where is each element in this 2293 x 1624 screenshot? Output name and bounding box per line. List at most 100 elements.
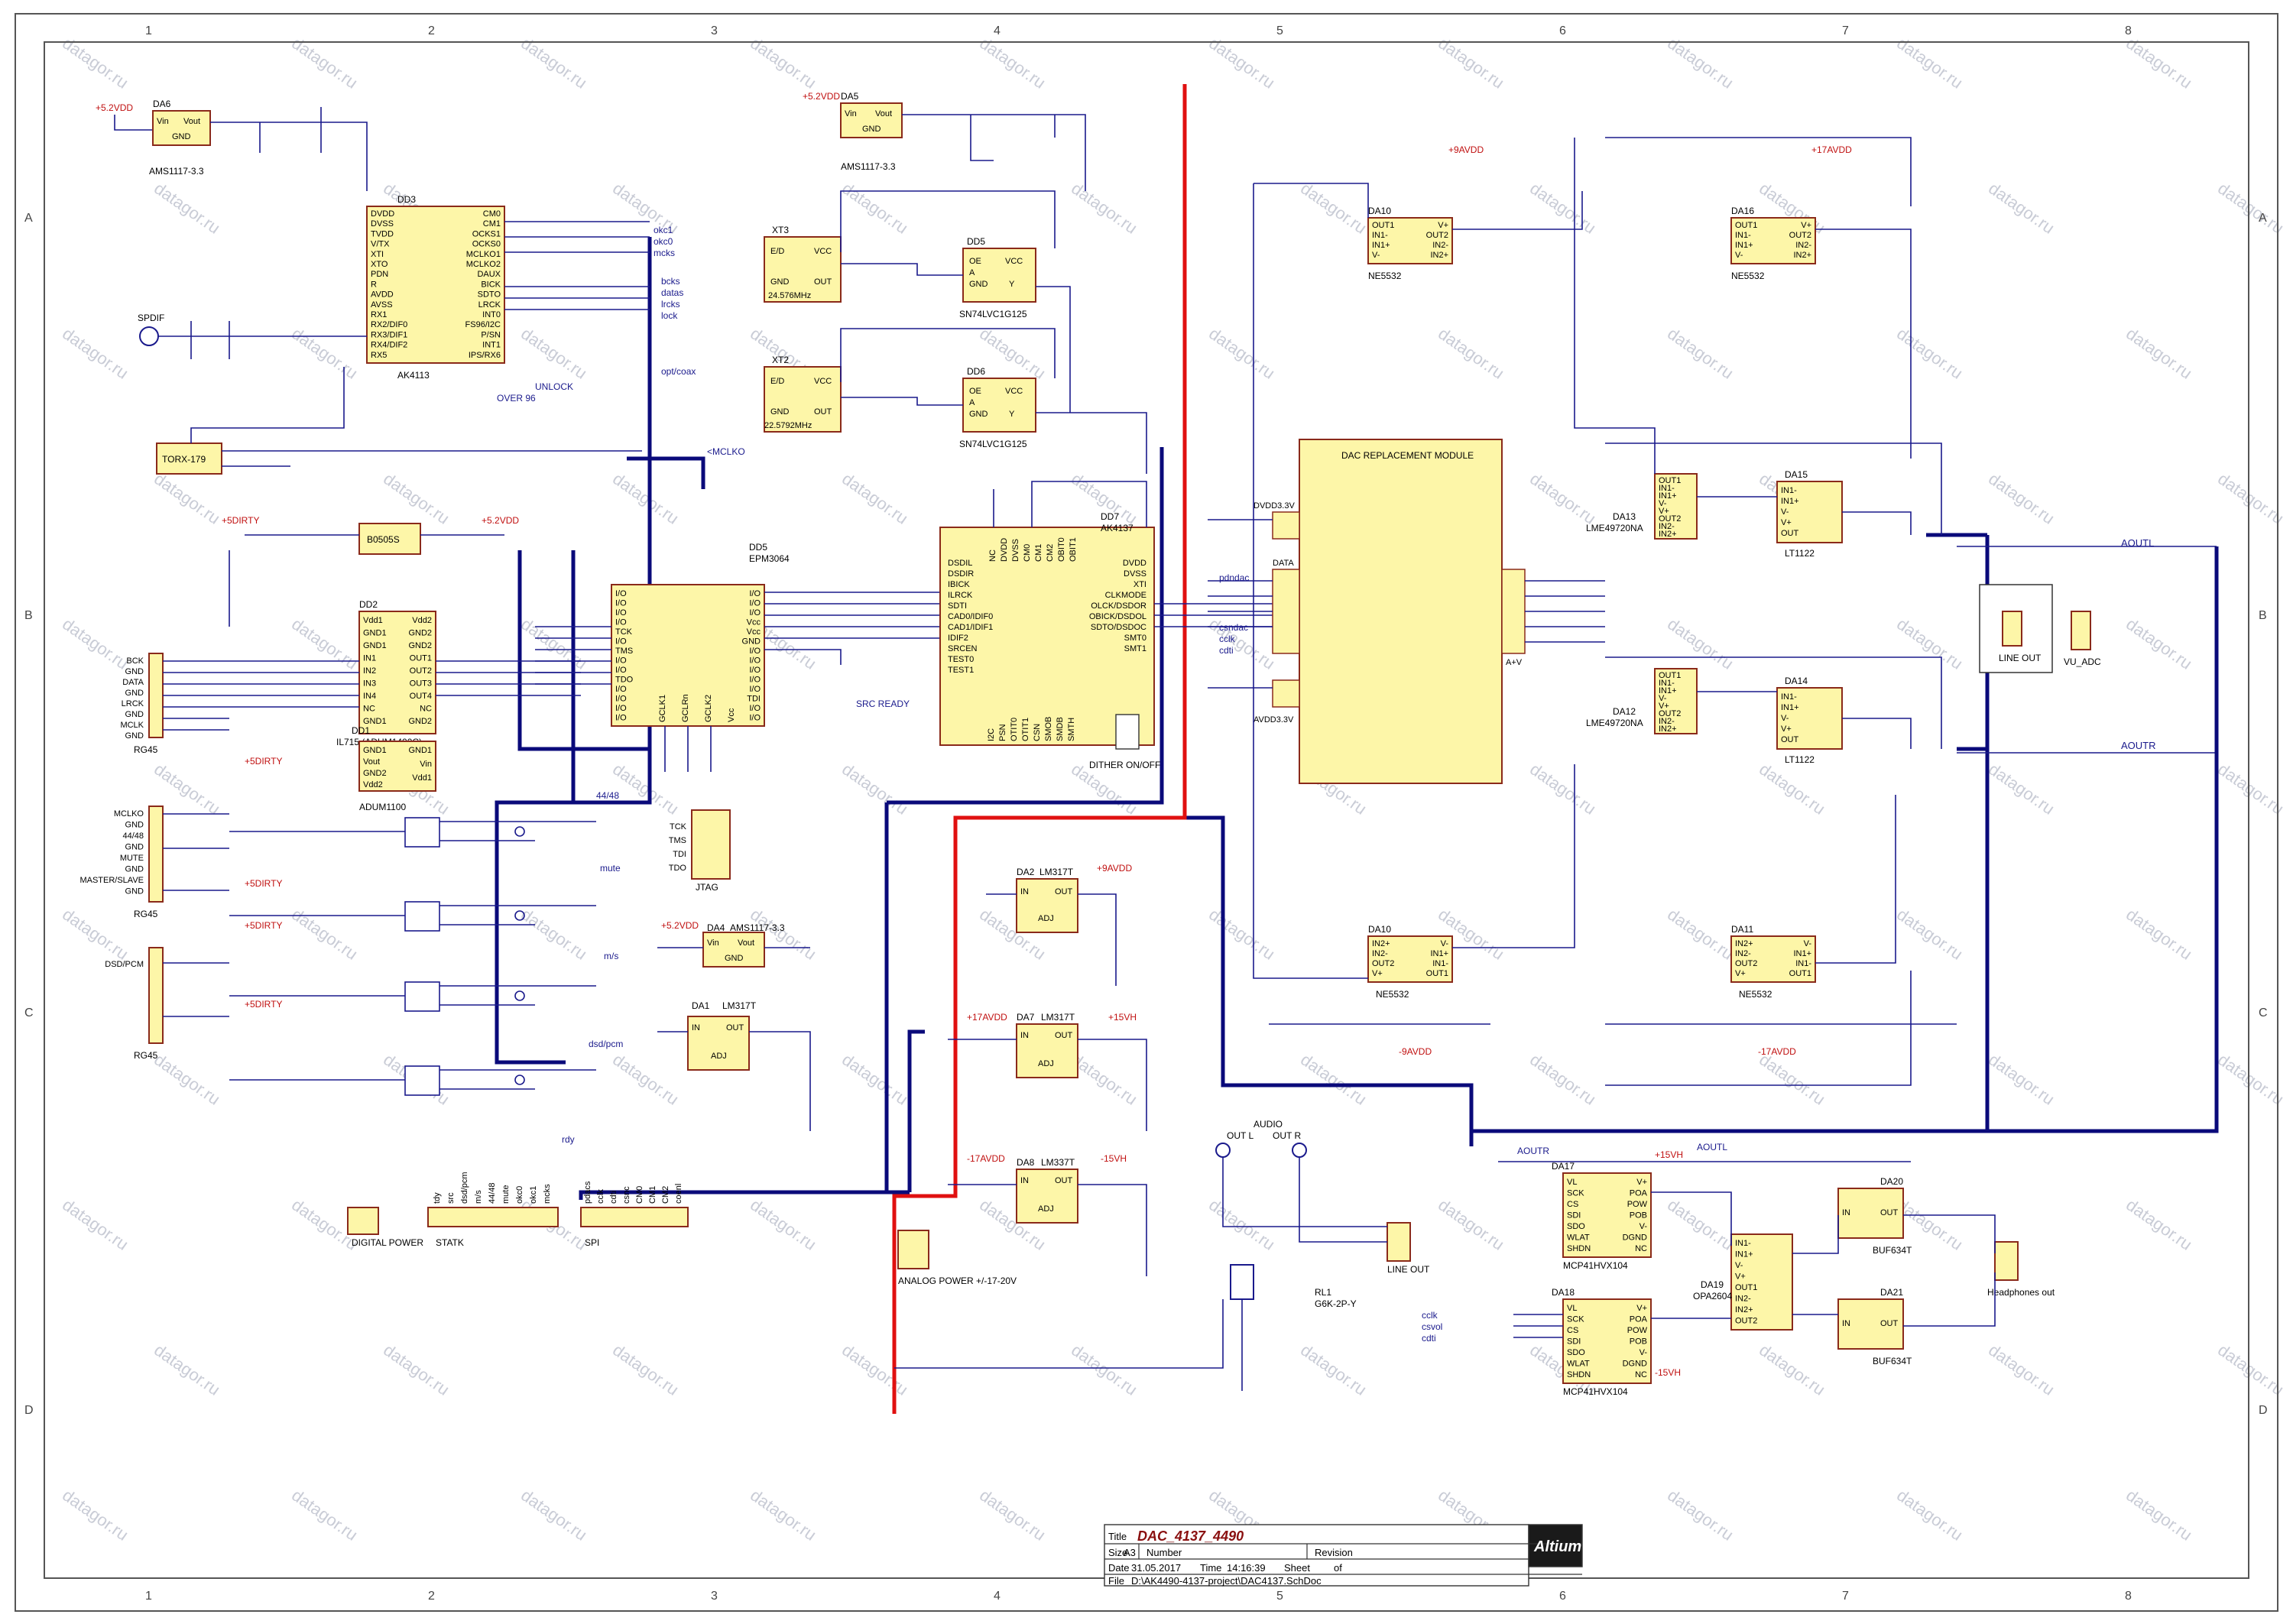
- ic-pin: R: [371, 280, 377, 289]
- ic-pin: IN2+: [1735, 1305, 1753, 1314]
- watermark-text: datagor.ru: [838, 469, 911, 528]
- net-label: okc1: [654, 225, 673, 235]
- net-label: m/s: [604, 951, 618, 961]
- ic-da10-ne5532-b: [1367, 935, 1453, 983]
- ic-pin: GND1: [363, 641, 387, 650]
- power-label: +17AVDD: [1811, 144, 1852, 155]
- ic-pin: GCLRn: [681, 694, 690, 722]
- ic-pin-list: I/OI/OI/OI/OTCKI/OTMSI/OI/OTDOI/OI/OI/OI…: [615, 589, 634, 723]
- connector-line-out-b: [1387, 1222, 1411, 1262]
- ic-pin: Vin: [157, 117, 169, 126]
- connector-label: RG45: [134, 909, 158, 919]
- ic-xt3: [764, 236, 842, 303]
- ic-pin: OUT2: [1659, 514, 1681, 524]
- section-receiver: +5.2VDD DA6 Vin Vout GND AMS1117-3.3 DD3…: [96, 99, 696, 475]
- ic-pin: SDTI: [948, 601, 967, 611]
- ic-pin: IN2-: [1372, 949, 1388, 958]
- net-label: cclk: [1219, 634, 1236, 644]
- net-label: SRC READY: [856, 699, 910, 709]
- ic-pin: IBICK: [948, 580, 970, 589]
- spdif-jack-icon: [139, 326, 159, 346]
- ic-pin: SMT0: [1124, 634, 1146, 643]
- ic-pin: I/O: [749, 599, 761, 608]
- ic-name: LT1122: [1785, 754, 1815, 765]
- ic-da17-mcp41hvx: [1562, 1172, 1652, 1258]
- ic-pin: V-: [1781, 507, 1789, 517]
- watermark-text: datagor.ru: [1756, 1340, 1828, 1399]
- ic-pin: TMS: [615, 647, 633, 656]
- ic-pin: GND: [770, 277, 790, 287]
- ic-pin: V+: [1636, 1304, 1647, 1313]
- net-label: AOUTR: [1517, 1146, 1549, 1156]
- ic-pin: OUT1: [1659, 671, 1681, 680]
- ic-pin: I/O: [749, 676, 761, 685]
- connector-spi: [580, 1207, 689, 1227]
- ic-pin: NC: [363, 705, 375, 714]
- ic-name: MCP41HVX104: [1563, 1260, 1628, 1271]
- ic-da20-buf634: [1837, 1188, 1904, 1239]
- ic-pin: IN: [692, 1023, 700, 1032]
- ic-ref: DA2: [1017, 867, 1035, 877]
- ic-pin: XTI: [371, 250, 384, 259]
- ic-xt2: [764, 366, 842, 433]
- ic-pin: TCK: [670, 822, 687, 831]
- ic-pin: OUT1: [1659, 476, 1681, 485]
- watermark-text: datagor.ru: [1526, 1050, 1599, 1109]
- connector-label: SPDIF: [138, 313, 164, 323]
- ic-pin: IN1+: [1659, 491, 1677, 501]
- power-label: -9AVDD: [1399, 1046, 1432, 1057]
- ic-pin: DSDIR: [948, 569, 974, 579]
- ic-pin: IN1+: [1430, 949, 1448, 958]
- ic-pin: ADJ: [1038, 1059, 1054, 1068]
- power-label: +5DIRTY: [245, 756, 282, 767]
- grid-col-label: 6: [1559, 1590, 1566, 1603]
- power-label: +5.2VDD: [661, 920, 699, 931]
- ic-pin: SMT1: [1124, 644, 1146, 653]
- ic-pin: GND2: [408, 629, 432, 638]
- ic-pin: TDI: [747, 695, 761, 704]
- ic-pin: V+: [1781, 518, 1792, 527]
- ic-pin: V-: [1659, 694, 1667, 703]
- connector-label: ANALOG POWER +/-17-20V: [898, 1276, 1017, 1286]
- ic-pin: GND: [125, 843, 144, 852]
- ic-pin: IN: [1020, 887, 1029, 896]
- ic-pin: ADJ: [1038, 1204, 1054, 1214]
- ic-pin: IN2-: [1735, 1295, 1751, 1304]
- ic-dd1-adum1100: [358, 741, 436, 792]
- connector-label: STATK: [436, 1237, 464, 1248]
- ic-pin: V+: [1801, 221, 1811, 230]
- power-label: +5DIRTY: [245, 999, 282, 1010]
- ic-ref: DA13: [1613, 511, 1636, 522]
- ic-pin: GCLK2: [704, 695, 713, 722]
- watermark-text: datagor.ru: [1526, 469, 1599, 528]
- ic-ref: DA8: [1017, 1157, 1035, 1168]
- ic-name: AMS1117-3.3: [730, 922, 785, 933]
- ic-pin: MUTE: [120, 854, 144, 863]
- ic-pin: POA: [1630, 1189, 1648, 1198]
- ic-pin: IN2-: [1659, 522, 1675, 531]
- connector-label: OUT L: [1227, 1130, 1254, 1141]
- ic-pin: SDO: [1567, 1222, 1585, 1231]
- ic-pin: GCLK1: [658, 695, 667, 722]
- watermark-text: datagor.ru: [1068, 179, 1140, 238]
- ic-pin: I/O: [749, 714, 761, 723]
- ic-pin: GND: [969, 410, 988, 419]
- ic-ref: XT3: [772, 225, 789, 235]
- power-label: +5.2VDD: [803, 91, 840, 102]
- watermark-text: datagor.ru: [2214, 1340, 2287, 1399]
- ic-ref: DD5: [749, 542, 767, 553]
- ic-pin: FS96/I2C: [465, 320, 501, 329]
- ic-pin: SHDN: [1567, 1244, 1591, 1253]
- ic-dd3-ak4113: [366, 206, 505, 364]
- ic-ref: DA11: [1731, 924, 1753, 935]
- net-label: 44/48: [596, 790, 619, 801]
- ic-name: ADUM1100: [359, 802, 406, 812]
- ic-pin: AVDD: [371, 290, 394, 300]
- ic-ref: DA21: [1880, 1287, 1903, 1298]
- ic-pin: IN1+: [1793, 949, 1811, 958]
- watermark-text: datagor.ru: [517, 1486, 590, 1545]
